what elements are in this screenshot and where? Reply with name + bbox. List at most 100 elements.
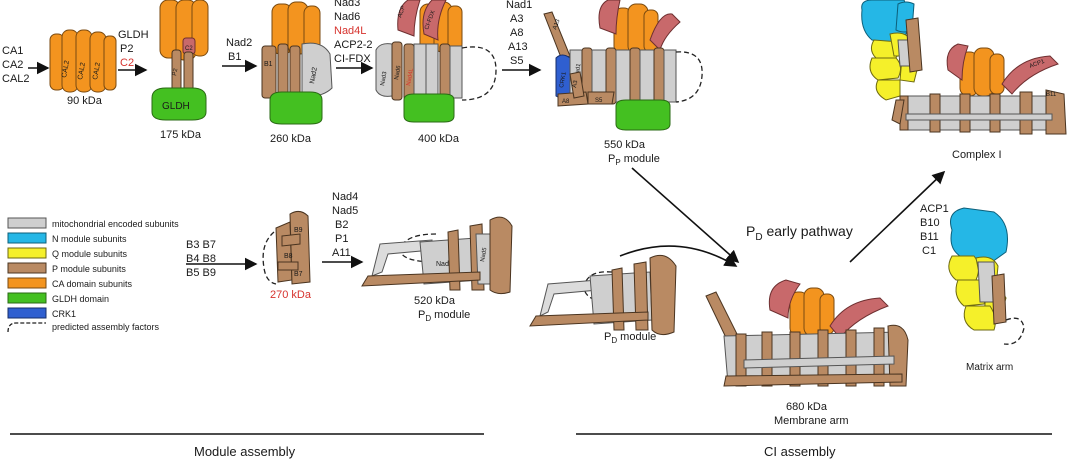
- arrow-pp-to-membrane: [631, 167, 740, 264]
- a13-label: A13: [552, 18, 562, 31]
- matrix-input-list: ACP1 B10 B11 C1: [920, 203, 949, 257]
- cal2-label-3: CAL2: [92, 62, 102, 81]
- pd-module-label: PD module: [418, 309, 470, 323]
- mass-520kda: 520 kDa: [414, 295, 456, 307]
- mass-260kda: 260 kDa: [270, 133, 312, 145]
- input-acp2-2: ACP2-2: [334, 39, 373, 51]
- b7-label: B7: [294, 271, 303, 278]
- input-c2: C2: [120, 57, 134, 69]
- legend: mitochondrial encoded subunits N module …: [7, 217, 179, 333]
- input-nad6: Nad6: [334, 11, 360, 23]
- complex-i: ACP1 B11: [861, 0, 1067, 135]
- mass-175kda: 175 kDa: [160, 129, 202, 141]
- step5-input-list: Nad1 A3 A8 A13 S5: [506, 0, 532, 67]
- c2-label: C2: [185, 46, 193, 52]
- svg-text:GLDH domain: GLDH domain: [52, 294, 109, 304]
- complex-520kda: Nad4 Nad5: [361, 216, 513, 295]
- nad4l-label: Nad4L: [406, 67, 415, 86]
- nad5-label: Nad5: [480, 247, 489, 263]
- input-b5-b9: B5 B9: [186, 267, 216, 279]
- input-acp1: ACP1: [920, 203, 949, 215]
- acp-label: ACP: [397, 5, 407, 19]
- footer-module-assembly: Module assembly: [194, 444, 296, 459]
- mass-680kda: 680 kDa: [786, 401, 828, 413]
- input-nad1: Nad1: [506, 0, 532, 11]
- crk1-label: CRK1: [559, 71, 568, 88]
- input-b10: B10: [920, 217, 940, 229]
- input-b11: B11: [920, 231, 939, 243]
- input-cal2: CAL2: [2, 73, 30, 85]
- input-gldh: GLDH: [118, 29, 149, 41]
- nad4-label: Nad4: [436, 261, 453, 268]
- legend-item-n-module: N module subunits: [7, 232, 127, 244]
- input-a3: A3: [510, 13, 523, 25]
- mass-400kda: 400 kDa: [418, 133, 460, 145]
- mass-550kda: 550 kDa: [604, 139, 646, 151]
- acp1-label: ACP1: [1029, 59, 1046, 70]
- pd-step2-input-list: Nad4 Nad5 B2 P1 A11: [332, 191, 358, 259]
- footer-ci-assembly: CI assembly: [764, 444, 836, 459]
- b8-label: B8: [284, 253, 293, 260]
- complex-550kda: A13 CRK1 Nad1 A8 S5 A3: [543, 0, 703, 131]
- b11-label: B11: [1046, 92, 1057, 98]
- complex-i-label: Complex I: [952, 149, 1002, 161]
- matrix-arm-label: Matrix arm: [966, 362, 1013, 373]
- input-nad4: Nad4: [332, 191, 358, 203]
- b1-label: B1: [264, 61, 273, 68]
- input-ca2: CA2: [2, 59, 23, 71]
- pd-early-pathway-label: PD early pathway: [746, 223, 853, 243]
- input-b1: B1: [228, 51, 241, 63]
- legend-item-crk1: CRK1: [7, 307, 76, 319]
- legend-item-q-module: Q module subunits: [7, 247, 128, 259]
- complex-400kda: ACP CI-FDX Nad6 Nad4L Nad3: [375, 0, 497, 123]
- input-ca1: CA1: [2, 45, 23, 57]
- legend-item-ca-domain: CA domain subunits: [7, 277, 133, 289]
- a3-label: A3: [572, 79, 579, 88]
- mass-90kda: 90 kDa: [67, 95, 103, 107]
- pd-module-middle: [529, 254, 677, 336]
- complex-270kda: B9 B7 B8: [262, 210, 311, 285]
- cal2-label-1: CAL2: [61, 60, 71, 79]
- p2-label: P2: [172, 67, 179, 76]
- nad1-label: Nad1: [574, 63, 583, 79]
- input-b3-b7: B3 B7: [186, 239, 216, 251]
- input-a8: A8: [510, 27, 523, 39]
- step4-input-list: Nad3 Nad6 Nad4L ACP2-2 CI-FDX: [334, 0, 373, 65]
- mass-270kda: 270 kDa: [270, 289, 312, 301]
- svg-text:Q module subunits: Q module subunits: [52, 249, 128, 259]
- svg-text:CRK1: CRK1: [52, 309, 76, 319]
- input-ci-fdx: CI-FDX: [334, 53, 371, 65]
- s5-label: S5: [595, 98, 603, 104]
- step3-input-list: Nad2 B1: [226, 37, 252, 63]
- a8-label: A8: [562, 99, 570, 105]
- legend-item-assembly-factors: predicted assembly factors: [7, 322, 160, 333]
- step1-input-list: CA1 CA2 CAL2: [2, 45, 30, 85]
- complex-260kda: B1 Nad2: [261, 1, 333, 125]
- complex-175kda: C2 P2 GLDH: [151, 0, 209, 121]
- arrow-pd-to-membrane: [619, 245, 738, 267]
- svg-text:mitochondrial encoded subunits: mitochondrial encoded subunits: [52, 219, 179, 229]
- input-nad5: Nad5: [332, 205, 358, 217]
- matrix-arm: [948, 207, 1025, 345]
- arrow-to-complex-i: [849, 170, 946, 263]
- input-s5: S5: [510, 55, 523, 67]
- svg-text:predicted assembly factors: predicted assembly factors: [52, 322, 160, 332]
- pd-step1-input-list: B3 B7 B4 B8 B5 B9: [186, 239, 216, 279]
- step2-input-list: GLDH P2 C2: [118, 29, 149, 69]
- svg-text:CA domain subunits: CA domain subunits: [52, 279, 133, 289]
- pp-module-label: PP module: [608, 153, 660, 167]
- legend-item-p-module: P module subunits: [7, 262, 126, 274]
- nad2-label: Nad2: [309, 67, 319, 85]
- nad3-label: Nad3: [380, 71, 389, 87]
- input-p2: P2: [120, 43, 133, 55]
- membrane-arm-label: Membrane arm: [774, 415, 849, 427]
- b9-label: B9: [294, 227, 303, 234]
- svg-text:P module subunits: P module subunits: [52, 264, 126, 274]
- gldh-label: GLDH: [162, 101, 190, 112]
- input-c1: C1: [922, 245, 936, 257]
- svg-text:N module subunits: N module subunits: [52, 234, 127, 244]
- input-nad2: Nad2: [226, 37, 252, 49]
- legend-item-mito: mitochondrial encoded subunits: [7, 217, 179, 229]
- input-p1: P1: [335, 233, 348, 245]
